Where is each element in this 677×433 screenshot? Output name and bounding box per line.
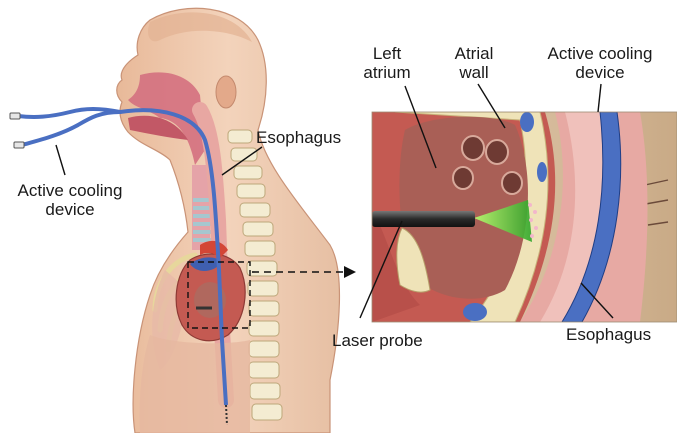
- leader-cooling-right: [598, 84, 601, 112]
- label-left-atrium: Left atrium: [362, 44, 412, 82]
- label-cooling-right-line1: Active cooling: [538, 44, 662, 63]
- label-active-cooling-device-left: Active cooling device: [6, 181, 134, 219]
- label-esophagus-right-text: Esophagus: [566, 325, 666, 344]
- label-esophagus-left: Esophagus: [256, 128, 352, 147]
- ear: [216, 76, 236, 108]
- label-left-atrium-line2: atrium: [362, 63, 412, 82]
- zoom-arrow-head: [344, 266, 356, 278]
- label-esophagus-right: Esophagus: [566, 325, 666, 344]
- label-atrial-wall-line1: Atrial: [446, 44, 502, 63]
- label-active-cooling-device-right: Active cooling device: [538, 44, 662, 82]
- vessel-bottom: [463, 303, 487, 321]
- inset-illustration: [372, 112, 677, 322]
- vessel-top: [520, 112, 534, 132]
- cooling-device-external-tubes: [18, 109, 120, 145]
- laser-probe: [372, 211, 475, 227]
- leader-cooling-left: [56, 145, 65, 175]
- label-esophagus-left-text: Esophagus: [256, 128, 352, 147]
- abdomen: [139, 335, 250, 433]
- label-cooling-left-line2: device: [6, 200, 134, 219]
- label-laser-probe: Laser probe: [332, 331, 438, 350]
- torso-illustration: [10, 8, 356, 433]
- label-atrial-wall: Atrial wall: [446, 44, 502, 82]
- label-cooling-right-line2: device: [538, 63, 662, 82]
- label-left-atrium-line1: Left: [362, 44, 412, 63]
- label-atrial-wall-line2: wall: [446, 63, 502, 82]
- label-laser-probe-text: Laser probe: [332, 331, 438, 350]
- vessel-mid: [537, 162, 547, 182]
- label-cooling-left-line1: Active cooling: [6, 181, 134, 200]
